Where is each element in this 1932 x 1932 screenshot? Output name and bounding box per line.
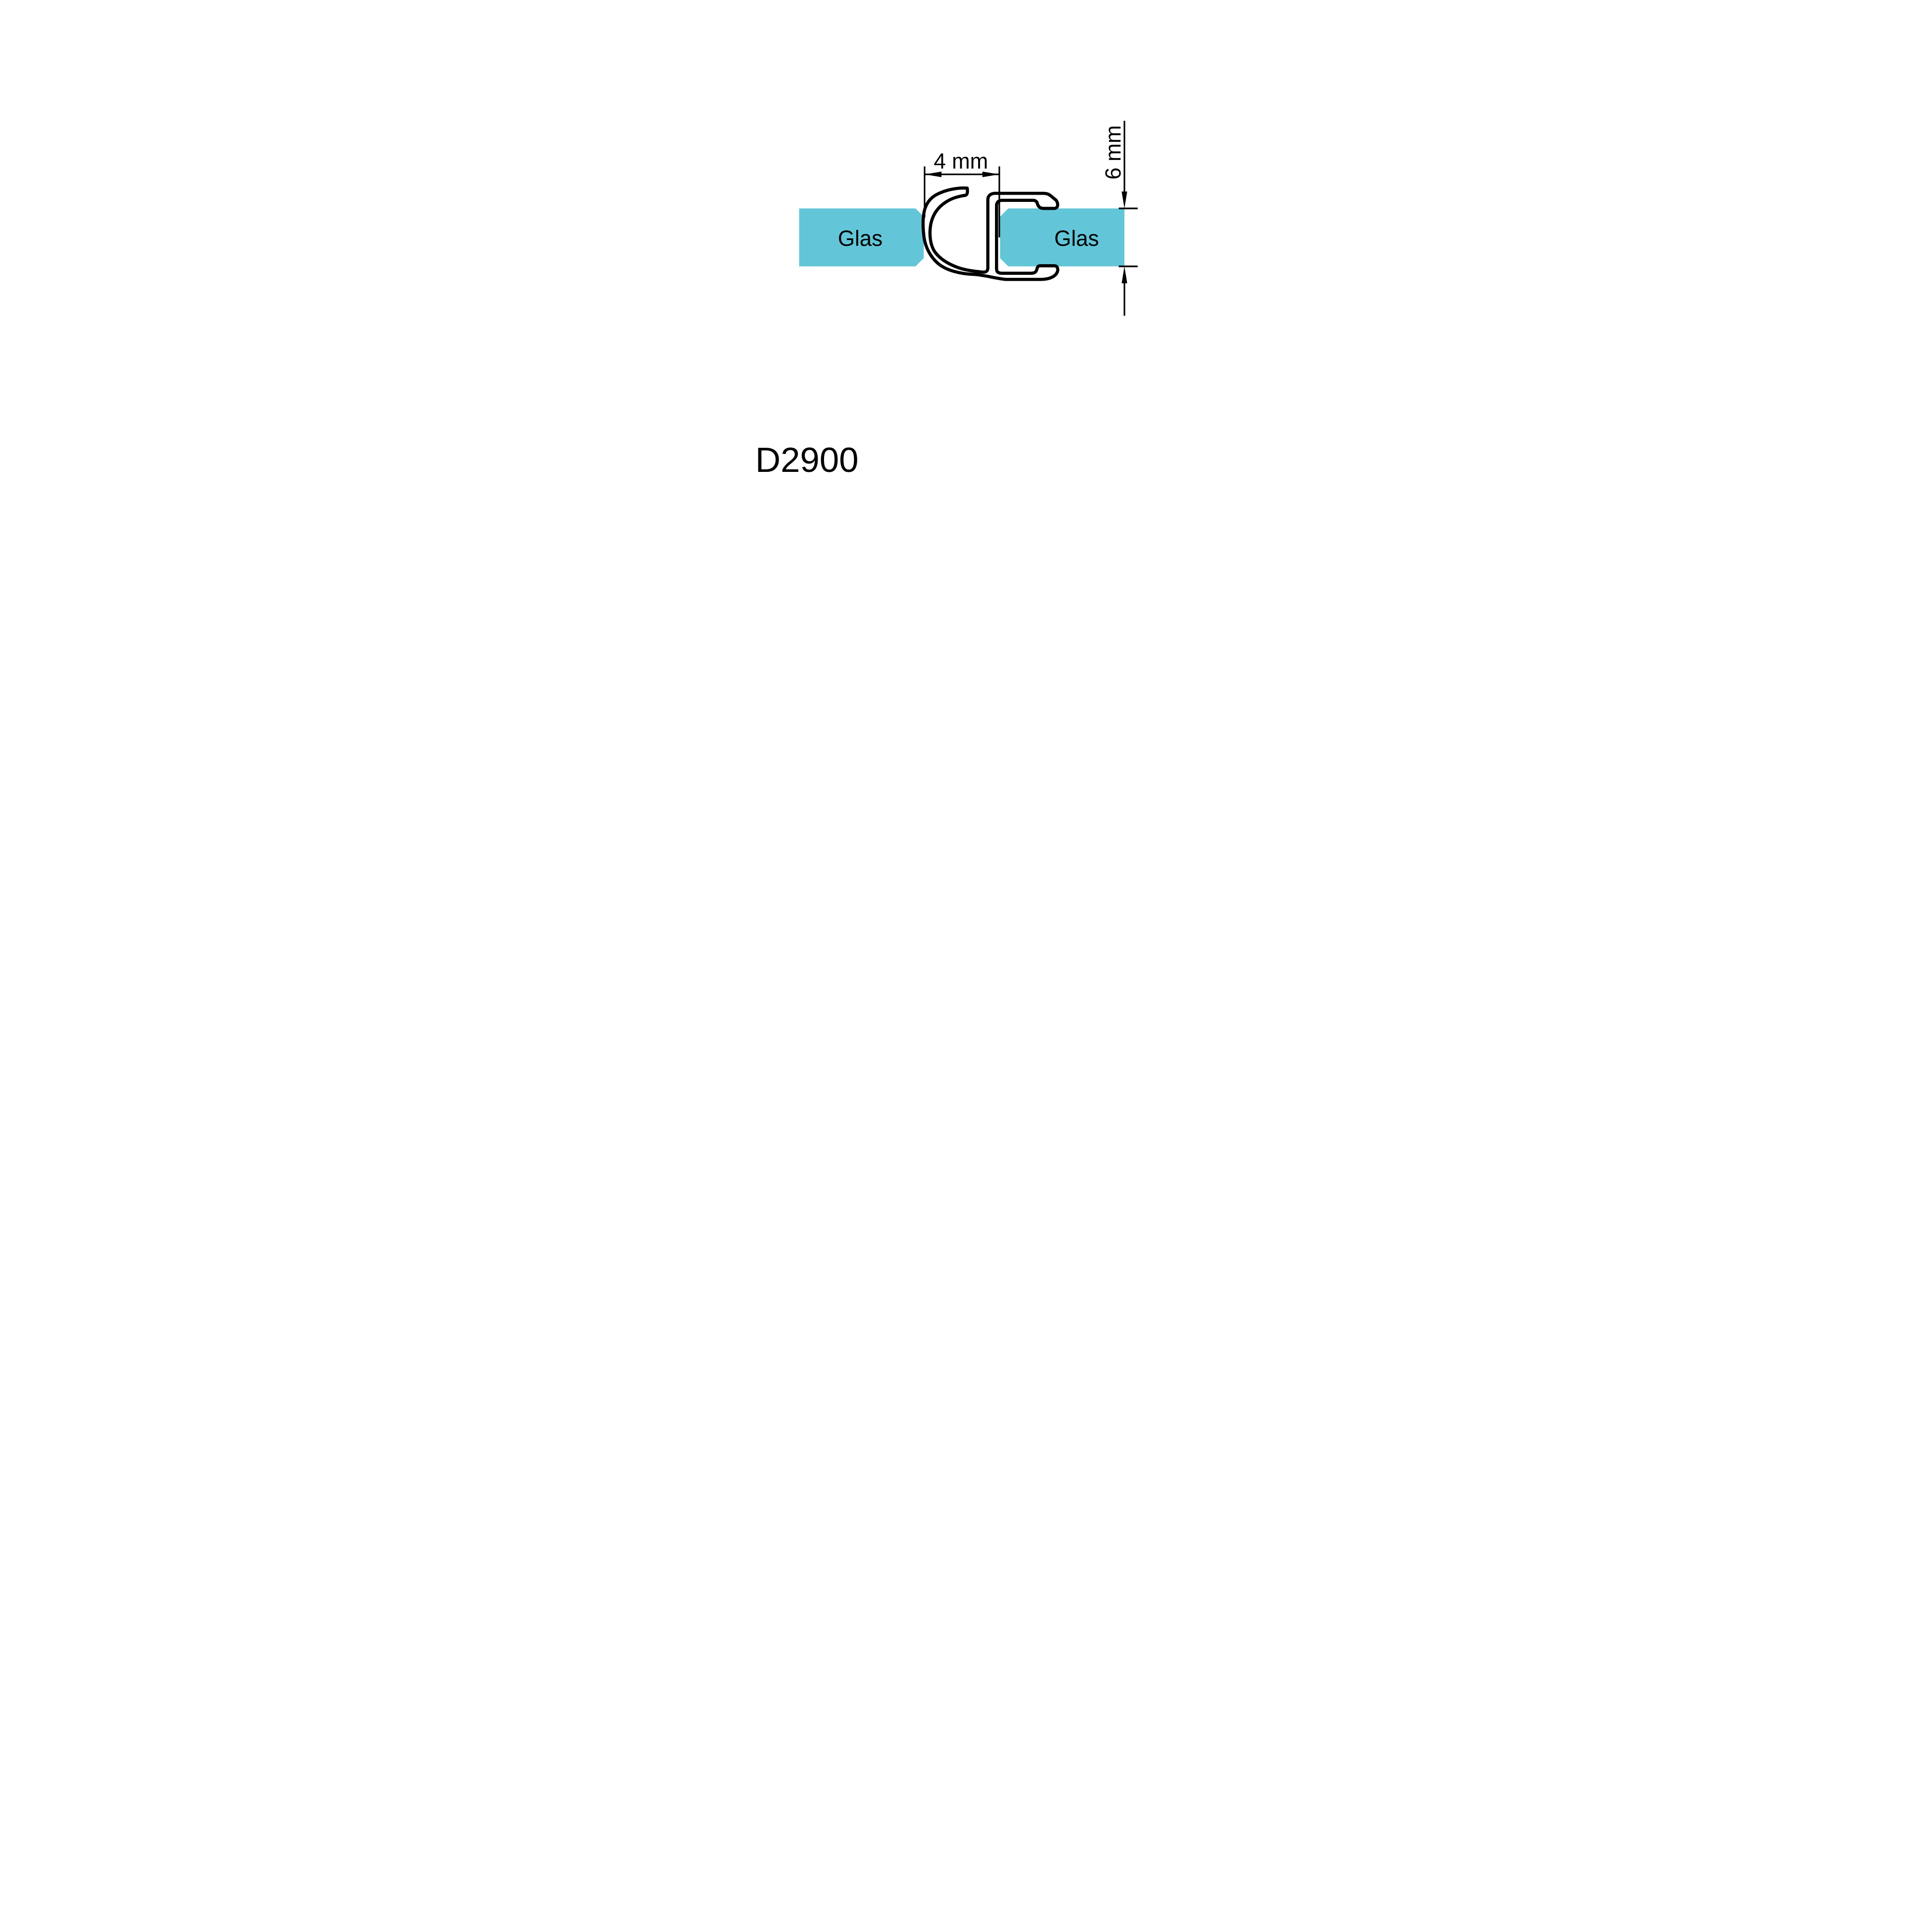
seal-profile-technical-drawing: Glas Glas 4 mm 6 mm D290 [724,0,1208,483]
glass-panel-left: Glas [799,208,924,267]
glass-panel-right-shape [1000,208,1124,267]
arrowhead-up-icon [1122,266,1127,284]
glass-panel-right: Glas [1000,208,1124,267]
arrowhead-left-icon [924,171,942,177]
glass-panel-left-shape [799,208,924,267]
dimension-thickness-6mm: 6 mm [1101,121,1138,316]
glass-panel-right-label: Glas [1054,226,1099,251]
arrowhead-right-icon [982,171,999,177]
arrowhead-down-icon [1122,191,1127,209]
dimension-gap-label: 4 mm [934,149,988,173]
product-code-label: D2900 [755,440,859,480]
dimension-thickness-label: 6 mm [1101,125,1125,180]
background [724,0,1208,483]
seal-profile-outline [922,186,1060,281]
glass-panel-left-label: Glas [838,226,883,251]
diagram-canvas: Glas Glas 4 mm 6 mm D290 [724,0,1208,483]
dimension-gap-4mm: 4 mm [923,149,1000,238]
